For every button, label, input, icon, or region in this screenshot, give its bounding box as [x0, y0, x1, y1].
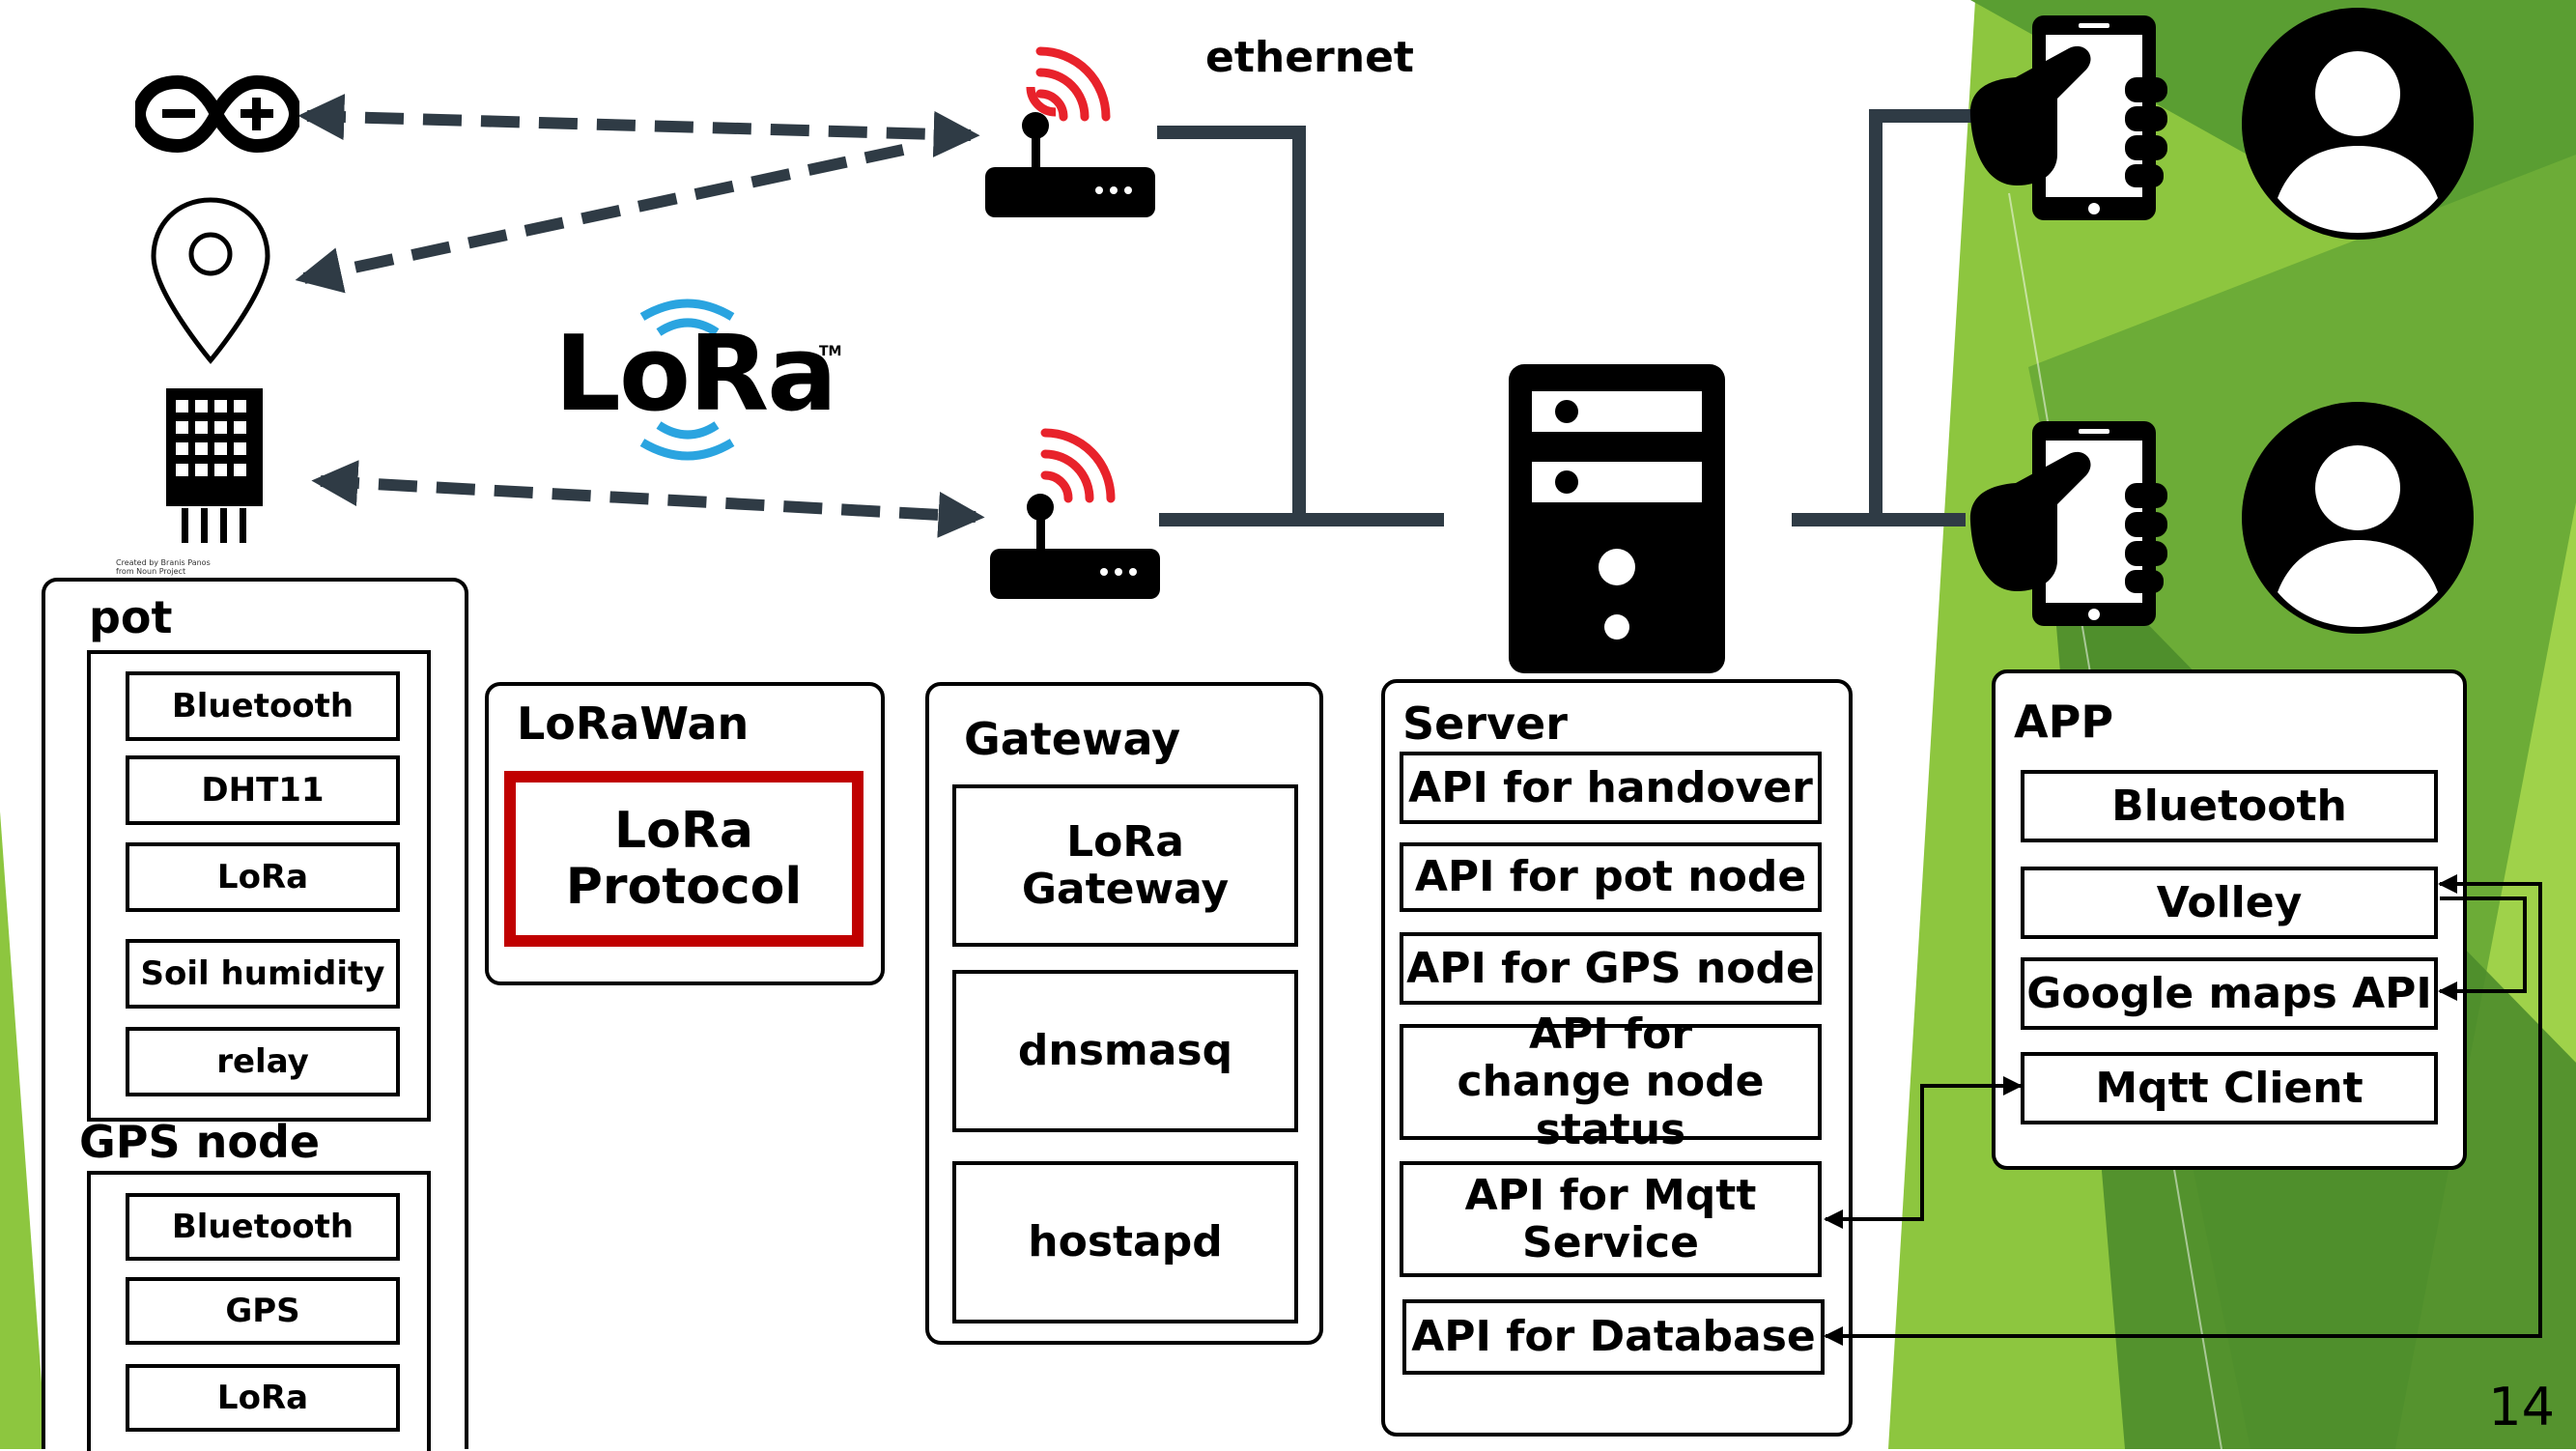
pot-item-lora: LoRa: [126, 842, 400, 912]
app-title: APP: [2014, 696, 2114, 748]
icon-attribution: Created by Branis Panos from Noun Projec…: [116, 558, 211, 576]
hand-phone-icon: [1969, 421, 2167, 626]
gateway-item-lora-gateway: LoRa Gateway: [952, 784, 1298, 947]
server-tower-icon: [1509, 364, 1725, 673]
gateway-title: Gateway: [964, 713, 1181, 765]
server-item-change-node-status: API for change node status: [1400, 1010, 1822, 1153]
ethernet-wire-left: [1157, 126, 1306, 526]
volley-maps-connector: [2438, 896, 2527, 1001]
router-icon: [990, 428, 1160, 599]
server-item-database: API for Database: [1402, 1299, 1825, 1375]
hand-phone-icon: [1969, 15, 2167, 220]
gps-node-title: GPS node: [79, 1116, 321, 1168]
gps-item-gps: GPS: [126, 1277, 400, 1345]
slide-number: 14: [2488, 1377, 2555, 1437]
attribution-line-2: from Noun Project: [116, 567, 186, 576]
gps-router-link: [295, 144, 905, 294]
server-item-mqtt-service: API for Mqtt Service: [1400, 1161, 1822, 1277]
arduino-router-link: [297, 94, 980, 157]
pot-item-relay: relay: [126, 1027, 400, 1096]
pot-item-bluetooth: Bluetooth: [126, 671, 400, 741]
server-title: Server: [1402, 697, 1568, 750]
gps-item-lora: LoRa: [126, 1364, 400, 1432]
server-item-handover: API for handover: [1400, 752, 1822, 824]
volley-database-connector: [1824, 874, 2542, 1346]
gateway-item-hostapd: hostapd: [952, 1161, 1298, 1323]
pot-item-soil-humidity: Soil humidity: [126, 939, 400, 1009]
lora-trademark: TM: [819, 344, 842, 359]
user-avatar-icon: [2242, 402, 2474, 634]
pot-item-dht11: DHT11: [126, 755, 400, 825]
attribution-line-1: Created by Branis Panos: [116, 558, 211, 567]
mqtt-connector: [1824, 1076, 2023, 1229]
app-item-bluetooth: Bluetooth: [2021, 770, 2438, 842]
lora-logo: LoRa TM: [551, 290, 860, 473]
dht11-sensor-icon: [166, 388, 263, 543]
sensor-gateway-link: [311, 460, 985, 538]
server-item-pot-node: API for pot node: [1400, 842, 1822, 912]
pot-title: pot: [89, 591, 173, 643]
ethernet-label: ethernet: [1205, 33, 1414, 82]
location-pin-icon: [151, 197, 270, 364]
gps-item-bluetooth: Bluetooth: [126, 1193, 400, 1261]
user-avatar-icon: [2242, 8, 2474, 240]
gateway-item-dnsmasq: dnsmasq: [952, 970, 1298, 1132]
router-icon: [985, 46, 1155, 217]
lora-protocol-box: LoRa Protocol: [504, 771, 863, 947]
arduino-icon: [135, 74, 299, 154]
server-item-gps-node: API for GPS node: [1400, 932, 1822, 1005]
lorawan-title: LoRaWan: [517, 697, 750, 750]
lora-signal-icon: [639, 299, 735, 461]
lora-logo-text: LoRa: [554, 314, 837, 435]
